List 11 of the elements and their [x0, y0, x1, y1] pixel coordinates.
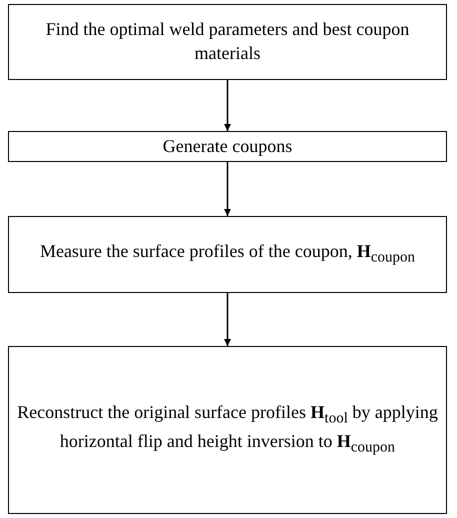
process-box	[8, 4, 447, 80]
step-text: Reconstruct the original surface profiles H$_{tool}$ by applying horizontal flip and height inversion to H$_{coupon}$	[16, 401, 439, 458]
step-text: Find the optimal weld parameters and best coupon materials	[44, 18, 410, 65]
process-box	[8, 346, 447, 514]
step-text: Generate coupons	[162, 134, 292, 158]
process-box	[8, 131, 447, 162]
arrow	[224, 80, 231, 131]
arrow	[224, 293, 231, 346]
arrow	[224, 162, 231, 216]
process-box	[8, 216, 447, 293]
step-text: Measure the surface profiles of the coupon, H$_{coupon}$	[40, 240, 416, 268]
